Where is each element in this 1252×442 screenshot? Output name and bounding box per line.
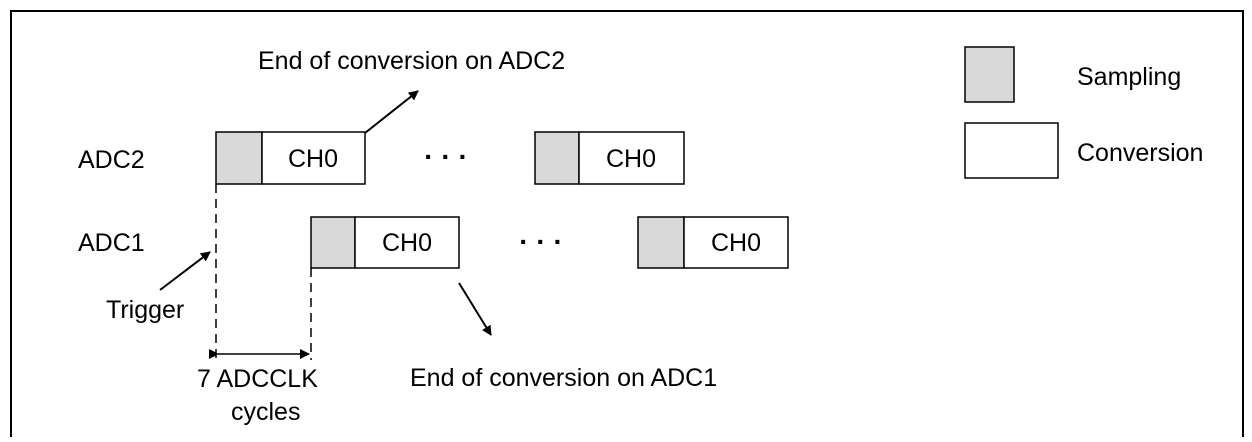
trigger-label: Trigger [106,296,184,324]
adc2-block-1: CH0 [215,131,366,185]
adc1-ellipsis: · · · [519,226,563,257]
end-adc2-arrow [364,90,419,134]
end-of-conversion-adc1-label: End of conversion on ADC1 [410,364,717,392]
adc2-block-1-channel: CH0 [288,145,338,173]
delay-label-line1: 7 ADCCLK [197,365,318,393]
delay-label-line2: cycles [231,398,300,426]
adc1-row-label: ADC1 [78,229,145,257]
legend: Sampling Conversion [964,46,1203,179]
legend-conversion-swatch [964,122,1059,179]
end-adc1-arrow [458,282,492,336]
adc1-block-1-channel: CH0 [382,229,432,257]
legend-sampling-swatch [964,46,1015,103]
adc2-ellipsis: · · · [424,141,468,172]
adc2-block-2-channel: CH0 [606,145,656,173]
diagram-frame [10,10,1244,442]
trigger-arrow [159,251,211,291]
adc2-block-2-sampling [534,131,580,185]
adc2-block-2-conversion [578,131,685,185]
adc2-block-1-sampling [215,131,263,185]
adc1-block-2: CH0 [637,216,789,269]
adc2-block-2: CH0 [534,131,685,185]
adc1-block-2-channel: CH0 [711,229,761,257]
adc1-block-2-conversion [683,216,789,269]
adc1-block-2-sampling [637,216,685,269]
legend-conversion-label: Conversion [1077,139,1203,167]
adc2-row-label: ADC2 [78,146,145,174]
adc1-block-1: CH0 [310,216,460,269]
adc1-block-1-sampling [310,216,356,269]
legend-sampling-label: Sampling [1077,63,1181,91]
adc1-block-1-conversion [354,216,460,269]
end-of-conversion-adc2-label: End of conversion on ADC2 [258,47,565,75]
adc2-block-1-conversion [261,131,366,185]
